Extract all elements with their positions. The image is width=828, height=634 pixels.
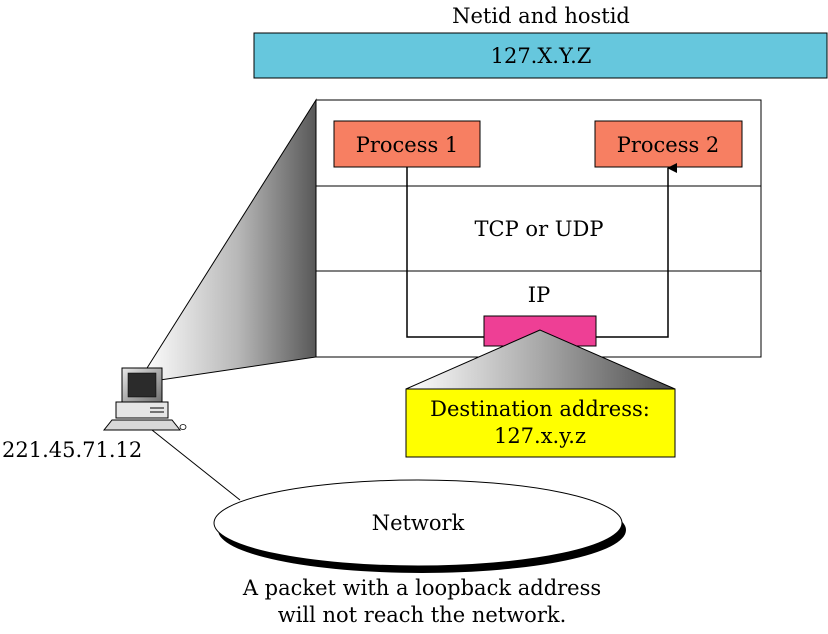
network-label: Network [372,511,465,535]
process-2-label: Process 2 [617,133,720,157]
address-bar-text: 127.X.Y.Z [491,44,592,68]
address-bar-box [253,32,828,79]
caption-line-1: A packet with a loopback address [242,576,601,600]
transport-layer-label: TCP or UDP [475,217,604,241]
projection-beam [141,98,317,381]
process-1-box: Process 1 [333,120,481,168]
network-link [151,429,241,501]
process-1-label: Process 1 [356,133,459,157]
ip-layer-label: IP [528,283,550,307]
destination-rect [405,388,676,458]
destination-line-2: 127.x.y.z [494,424,586,448]
process-2-rect [594,120,743,168]
process-1-rect [333,120,481,168]
process-2-box: Process 2 [594,120,743,168]
desktop-computer-icon [102,367,187,431]
network-cloud: Network [213,479,626,573]
destination-line-1: Destination address: [430,397,650,421]
caption-line-2: will not reach the network. [278,603,567,627]
address-bar: 127.X.Y.Z [253,32,828,79]
destination-box: Destination address: 127.x.y.z [405,388,676,458]
host-address-label: 221.45.71.12 [2,438,142,462]
header-label: Netid and hostid [452,4,630,28]
